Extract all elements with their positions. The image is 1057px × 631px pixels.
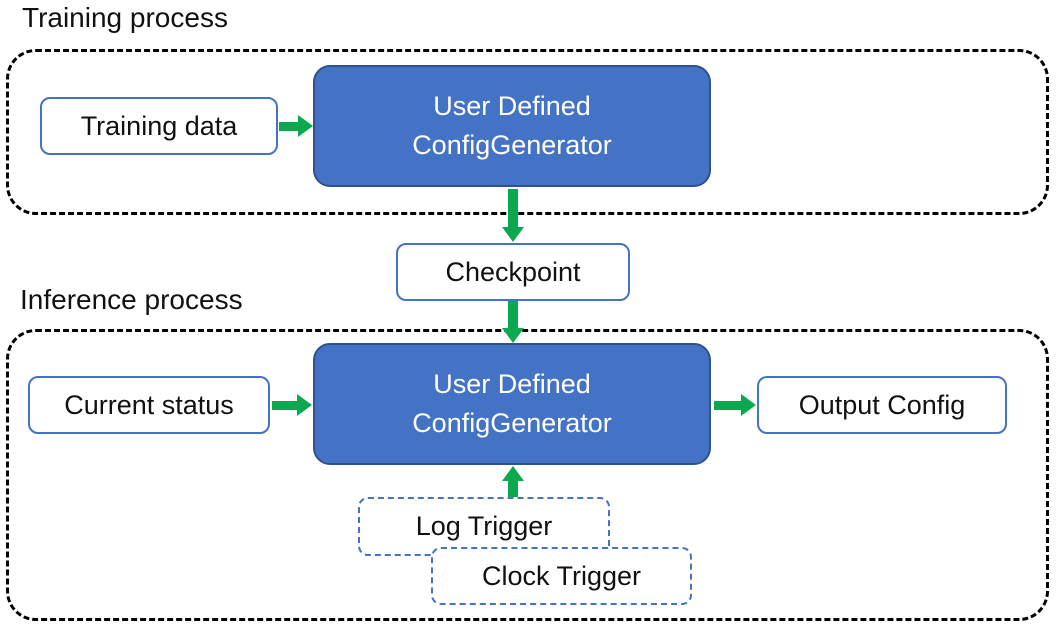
arrow-head-icon — [502, 466, 524, 481]
inference-process-container — [6, 329, 1049, 621]
config-generator-label-line2: ConfigGenerator — [412, 408, 612, 438]
arrow-generator-to-output-config — [714, 394, 756, 416]
config-generator-label-line1: User Defined — [433, 90, 591, 121]
training-process-container — [6, 49, 1049, 215]
training-process-label: Training process — [22, 2, 228, 33]
config-generator-label-line2: ConfigGenerator — [412, 130, 612, 160]
arrow-shaft — [279, 121, 298, 131]
arrow-shaft — [508, 189, 518, 227]
checkpoint-box: Checkpoint — [396, 243, 630, 301]
current-status-box: Current status — [28, 376, 270, 434]
arrow-training-data-to-generator — [279, 115, 313, 137]
clock-trigger-label: Clock Trigger — [481, 560, 642, 591]
inference-config-generator-box: User Defined ConfigGenerator — [313, 343, 711, 465]
arrow-shaft — [508, 481, 518, 497]
clock-trigger-box: Clock Trigger — [431, 547, 692, 605]
output-config-label: Output Config — [798, 389, 966, 420]
training-data-label: Training data — [80, 110, 238, 141]
arrow-checkpoint-to-inference-generator — [502, 301, 524, 343]
arrow-shaft — [714, 400, 741, 410]
output-config-box: Output Config — [757, 376, 1007, 434]
arrow-shaft — [272, 400, 297, 410]
arrow-current-status-to-generator — [272, 394, 312, 416]
log-trigger-box: Log Trigger — [358, 497, 610, 556]
inference-process-label: Inference process — [20, 284, 243, 315]
arrow-shaft — [508, 301, 518, 328]
current-status-label: Current status — [64, 389, 234, 420]
arrow-head-icon — [502, 227, 524, 242]
log-trigger-label: Log Trigger — [415, 511, 553, 541]
training-data-box: Training data — [40, 97, 278, 155]
checkpoint-label: Checkpoint — [445, 256, 581, 287]
config-generator-label-line1: User Defined — [433, 368, 591, 399]
arrow-generator-to-checkpoint — [502, 189, 524, 242]
arrow-head-icon — [741, 394, 756, 416]
arrow-triggers-to-generator — [502, 466, 524, 497]
arrow-head-icon — [298, 115, 313, 137]
arrow-head-icon — [502, 328, 524, 343]
training-config-generator-box: User Defined ConfigGenerator — [313, 65, 711, 187]
arrow-head-icon — [297, 394, 312, 416]
